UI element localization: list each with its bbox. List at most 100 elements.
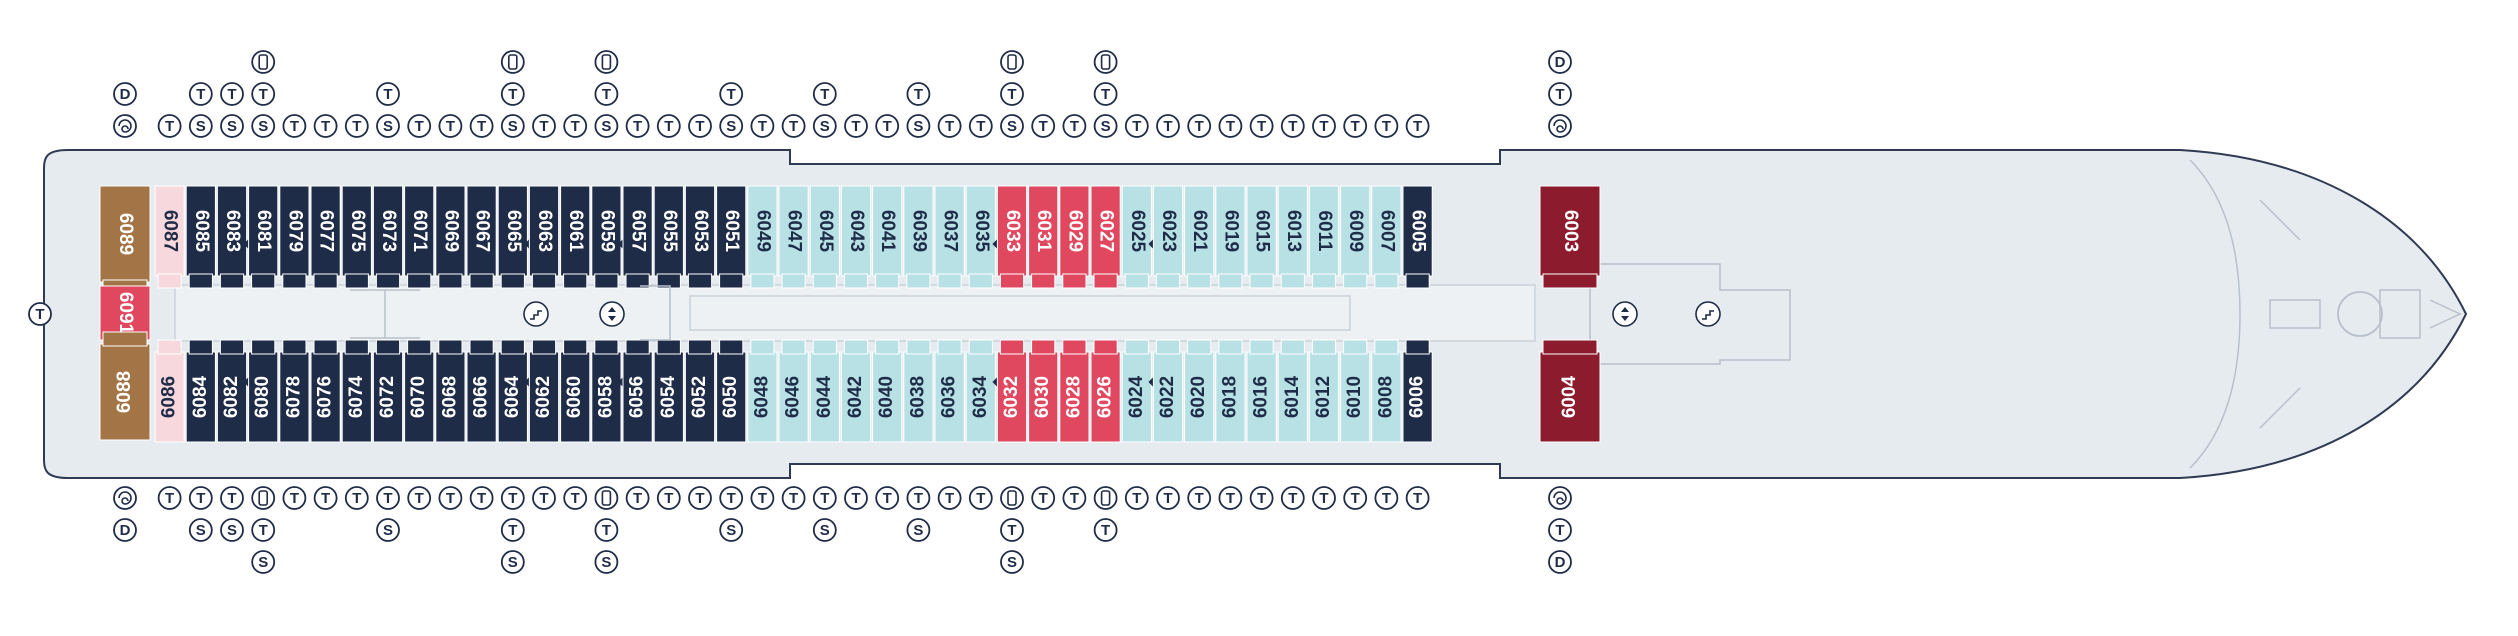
cabin-box[interactable] [809, 351, 840, 443]
cabin-6026[interactable]: 6026 [1090, 339, 1121, 443]
cabin-box[interactable] [1152, 185, 1184, 277]
cabin-number[interactable]: 6029 [1064, 210, 1085, 252]
cabin-6007[interactable]: 6007 [1371, 185, 1402, 289]
cabin-number[interactable]: 6033 [1002, 210, 1023, 252]
cabin-6021[interactable]: 6021 [1184, 185, 1215, 289]
cabin-box[interactable] [279, 185, 310, 277]
cabin-number[interactable]: 6032 [1001, 376, 1022, 418]
cabin-number[interactable]: 6038 [907, 376, 928, 418]
cabin-number[interactable]: 6074 [346, 375, 367, 418]
cabin-number[interactable]: 6062 [533, 376, 554, 418]
cabin-6080[interactable]: 6080 [248, 339, 279, 443]
cabin-6087[interactable]: 6087 [154, 185, 185, 289]
cabin-number[interactable]: 6042 [845, 376, 866, 418]
cabin-number[interactable]: 6026 [1095, 376, 1116, 418]
cabin-box[interactable] [1028, 185, 1059, 277]
cabin-6082[interactable]: 6082 [216, 339, 250, 443]
cabin-6025[interactable]: 6025 [1121, 185, 1155, 289]
cabin-6072[interactable]: 6072 [372, 339, 404, 443]
cabin-number[interactable]: 6091 [115, 292, 136, 335]
cabin-box[interactable] [653, 351, 684, 443]
cabin-box[interactable] [965, 185, 996, 277]
cabin-box[interactable] [653, 185, 684, 277]
cabin-number[interactable]: 6082 [221, 376, 242, 418]
cabin-number[interactable]: 6079 [284, 210, 305, 252]
cabin-number[interactable]: 6006 [1407, 376, 1428, 418]
cabin-6038[interactable]: 6038 [903, 339, 934, 443]
cabin-number[interactable]: 6036 [939, 376, 960, 418]
cabin-number[interactable]: 6058 [595, 376, 616, 418]
cabin-6056[interactable]: 6056 [622, 339, 653, 443]
cabin-number[interactable]: 6052 [689, 376, 710, 418]
cabin-box[interactable] [185, 185, 216, 277]
cabin-box[interactable] [1090, 185, 1121, 277]
cabin-6030[interactable]: 6030 [1028, 339, 1059, 443]
cabin-6073[interactable]: 6073 [372, 185, 404, 289]
cabin-number[interactable]: 6009 [1345, 210, 1366, 252]
cabin-box[interactable] [341, 351, 372, 443]
cabin-6006[interactable]: 6006 [1402, 339, 1433, 443]
cabin-number[interactable]: 6055 [659, 210, 680, 253]
cabin-6014[interactable]: 6014 [1277, 339, 1308, 443]
cabin-6012[interactable]: 6012 [1308, 339, 1340, 443]
cabin-box[interactable] [1539, 185, 1601, 277]
cabin-box[interactable] [840, 351, 872, 443]
cabin-box[interactable] [404, 185, 435, 277]
cabin-6089[interactable]: 6089 [99, 185, 151, 295]
cabin-6083[interactable]: 6083 [216, 185, 250, 289]
cabin-6009[interactable]: 6009 [1340, 185, 1371, 289]
cabin-6015[interactable]: 6015 [1246, 185, 1277, 289]
cabin-6039[interactable]: 6039 [903, 185, 934, 289]
cabin-box[interactable] [934, 351, 965, 443]
cabin-number[interactable]: 6046 [783, 376, 804, 418]
cabin-number[interactable]: 6008 [1375, 376, 1396, 418]
cabin-box[interactable] [1028, 351, 1059, 443]
cabin-6028[interactable]: 6028 [1059, 339, 1090, 443]
cabin-number[interactable]: 6019 [1220, 210, 1241, 252]
cabin-box[interactable] [1277, 185, 1308, 277]
cabin-box[interactable] [528, 185, 560, 277]
cabin-6077[interactable]: 6077 [310, 185, 341, 289]
cabin-6003[interactable]: 6003 [1539, 185, 1601, 289]
cabin-box[interactable] [716, 185, 747, 277]
cabin-box[interactable] [1340, 185, 1371, 277]
cabin-6022[interactable]: 6022 [1152, 339, 1184, 443]
cabin-6019[interactable]: 6019 [1215, 185, 1246, 289]
cabin-number[interactable]: 6040 [876, 376, 897, 418]
cabin-number[interactable]: 6015 [1252, 210, 1273, 253]
cabin-box[interactable] [934, 185, 965, 277]
cabin-6067[interactable]: 6067 [466, 185, 497, 289]
cabin-box[interactable] [1539, 351, 1601, 443]
cabin-number[interactable]: 6061 [565, 210, 586, 253]
cabin-box[interactable] [996, 351, 1028, 443]
cabin-6069[interactable]: 6069 [435, 185, 466, 289]
cabin-box[interactable] [1308, 185, 1340, 277]
cabin-6065[interactable]: 6065 [497, 185, 531, 289]
cabin-6005[interactable]: 6005 [1402, 185, 1433, 289]
cabin-box[interactable] [1402, 185, 1433, 277]
cabin-6070[interactable]: 6070 [404, 339, 435, 443]
cabin-box[interactable] [1308, 351, 1340, 443]
cabin-6079[interactable]: 6079 [279, 185, 310, 289]
cabin-number[interactable]: 6027 [1096, 210, 1117, 252]
cabin-6013[interactable]: 6013 [1277, 185, 1308, 289]
cabin-box[interactable] [248, 185, 279, 277]
cabin-box[interactable] [996, 185, 1028, 277]
cabin-box[interactable] [372, 351, 404, 443]
cabin-box[interactable] [1215, 351, 1246, 443]
cabin-box[interactable] [404, 351, 435, 443]
cabin-box[interactable] [466, 351, 497, 443]
cabin-box[interactable] [154, 185, 185, 277]
cabin-number[interactable]: 6084 [190, 375, 211, 418]
cabin-box[interactable] [778, 351, 809, 443]
cabin-6036[interactable]: 6036 [934, 339, 965, 443]
cabin-6040[interactable]: 6040 [872, 339, 903, 443]
cabin-box[interactable] [1340, 351, 1371, 443]
cabin-number[interactable]: 6080 [252, 376, 273, 418]
cabin-box[interactable] [279, 351, 310, 443]
cabin-number[interactable]: 6064 [502, 375, 523, 418]
cabin-box[interactable] [872, 185, 903, 277]
cabin-number[interactable]: 6057 [628, 210, 649, 252]
cabin-6076[interactable]: 6076 [310, 339, 341, 443]
cabin-6088[interactable]: 6088 [99, 331, 151, 441]
